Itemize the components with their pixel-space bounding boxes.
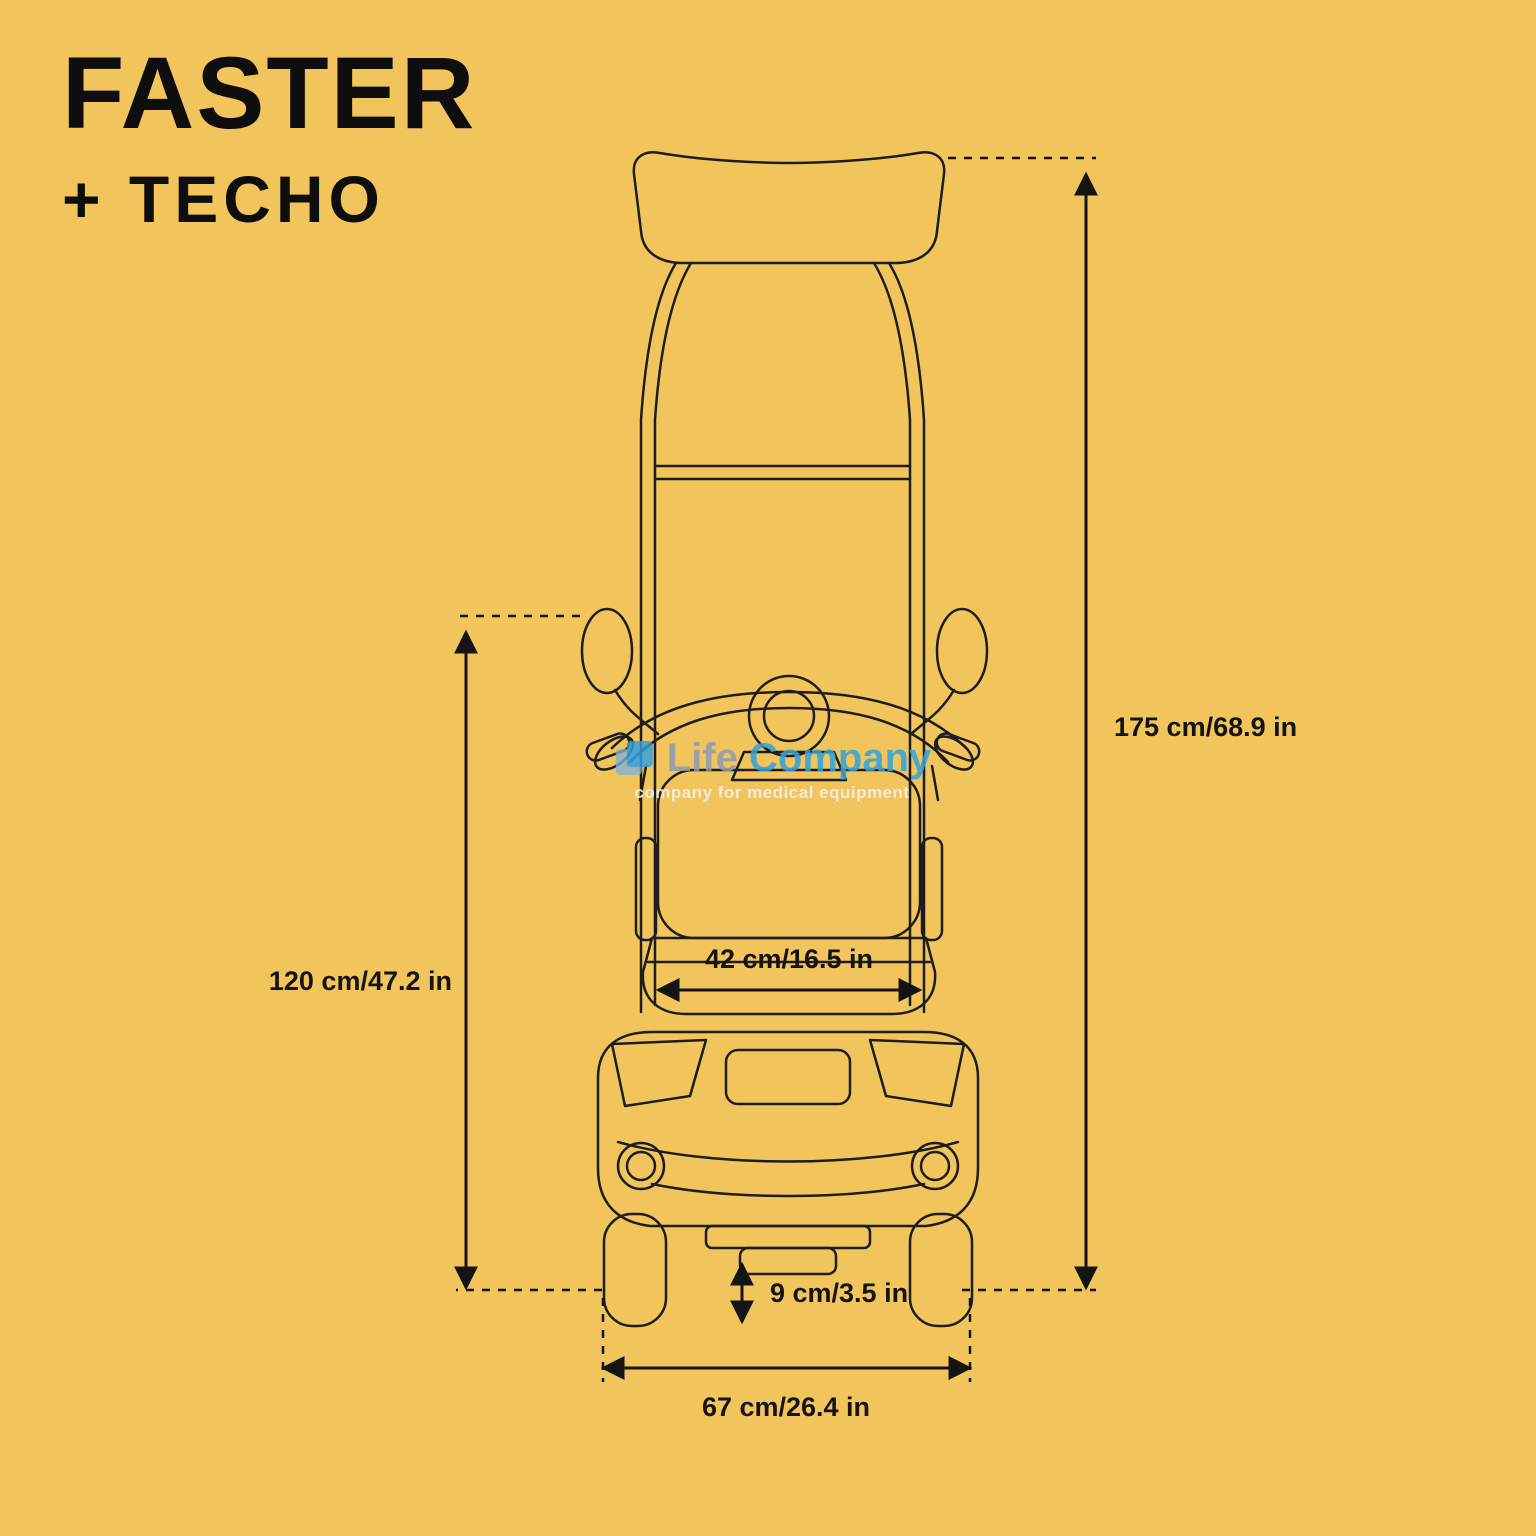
watermark: Life Company company for medical equipme… (613, 736, 932, 803)
right-headlight-cluster (868, 1038, 966, 1108)
right-wheel (908, 1212, 974, 1328)
product-variant: + TECHO (62, 162, 385, 237)
center-step (704, 1224, 872, 1250)
right-fog-light (910, 1141, 960, 1191)
left-wheel (602, 1212, 668, 1328)
canopy-posts (639, 261, 926, 1014)
bumper-line-lower (650, 1182, 926, 1198)
front-body (596, 1030, 980, 1276)
wheels (602, 1212, 974, 1328)
watermark-brand-blue: Company (749, 736, 932, 780)
headlight (747, 674, 831, 758)
left-headlight-cluster (610, 1038, 708, 1108)
handlebar (593, 690, 975, 802)
canopy (632, 151, 946, 265)
front-plate (724, 1048, 852, 1106)
product-title: FASTER + TECHO (62, 36, 477, 237)
seat-width-label: 42 cm/16.5 in (704, 944, 874, 974)
left-mirror (580, 607, 660, 762)
watermark-logo-icon (615, 740, 653, 775)
watermark-tagline: company for medical equipment (634, 783, 910, 802)
seat-cushion (641, 936, 937, 1016)
leader-lines (456, 156, 1096, 1382)
left-fog-light (616, 1141, 666, 1191)
bumper-line-upper (616, 1140, 960, 1163)
watermark-brand-gray: Life (666, 736, 738, 780)
right-mirror (909, 607, 989, 762)
total-height-label: 175 cm/68.9 in (1114, 712, 1298, 742)
overall-width-label: 67 cm/26.4 in (701, 1392, 871, 1422)
product-name: FASTER (62, 36, 477, 150)
watermark-brand: Life Company (667, 736, 932, 781)
side-height-label: 120 cm/47.2 in (268, 966, 452, 996)
seat-backrest (634, 768, 944, 942)
center-bumper (738, 1246, 838, 1276)
ground-clearance-label: 9 cm/3.5 in (770, 1278, 909, 1308)
